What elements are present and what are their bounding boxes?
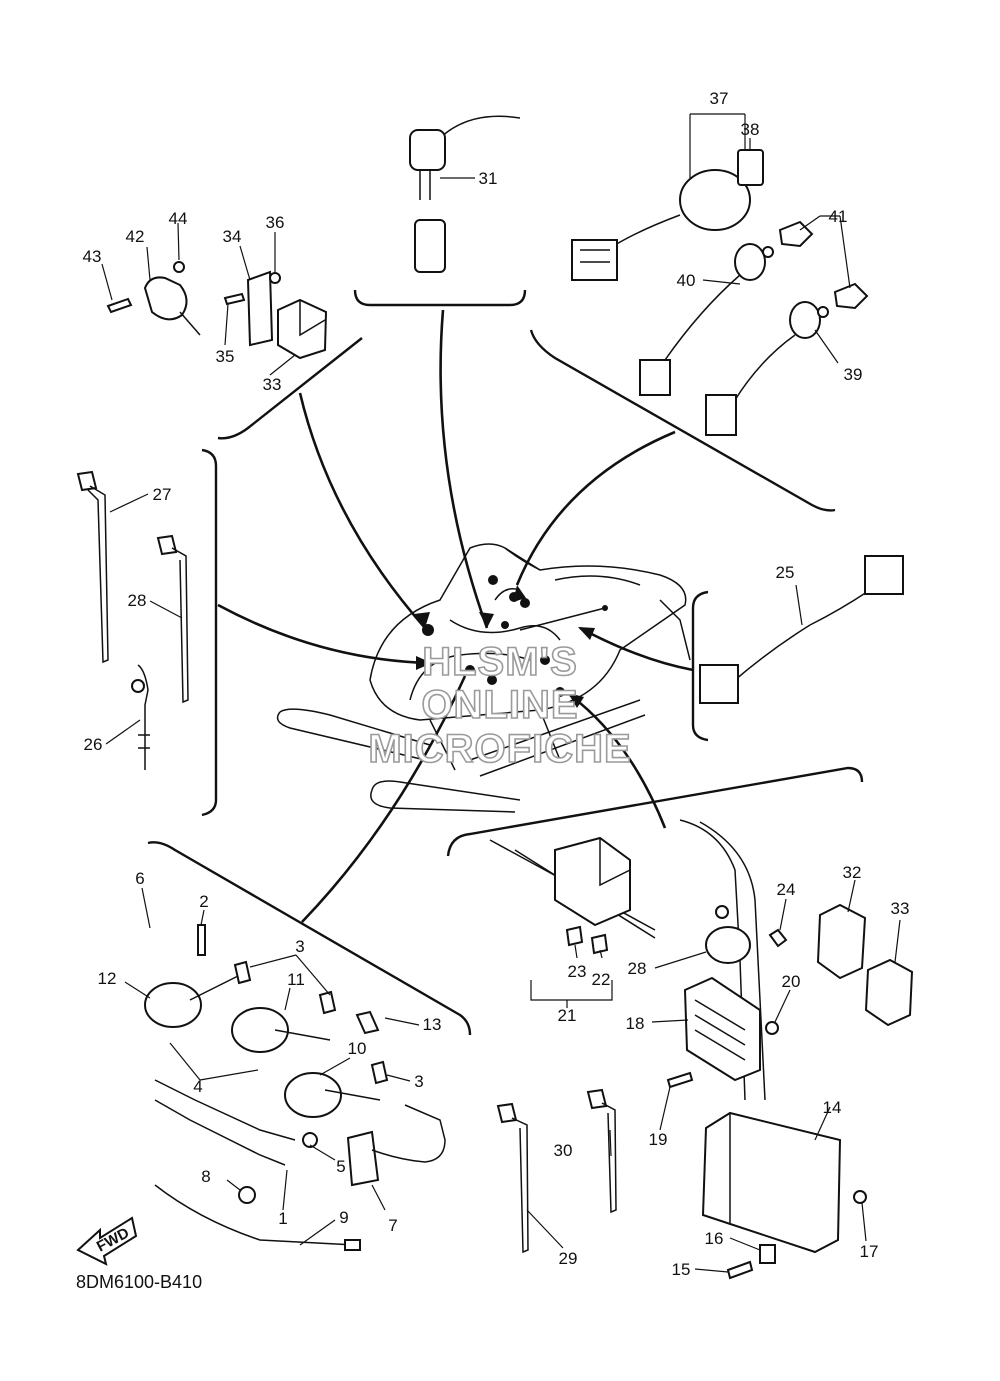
callout-21: 21 xyxy=(558,1006,577,1025)
callout-19: 19 xyxy=(649,1130,668,1149)
callout-16: 16 xyxy=(705,1229,724,1248)
callout-numbers: 37 38 31 44 36 41 34 42 43 40 35 39 33 2… xyxy=(83,89,910,1279)
callout-25: 25 xyxy=(776,563,795,582)
callout-35: 35 xyxy=(216,347,235,366)
callout-15: 15 xyxy=(672,1260,691,1279)
watermark-line-1: HLSM'S xyxy=(422,640,578,684)
callout-28-left: 28 xyxy=(128,591,147,610)
group-brackets xyxy=(147,289,864,1036)
part-sensor-31 xyxy=(409,115,521,273)
watermark-line-3: MICROFICHE xyxy=(368,727,631,771)
callout-9: 9 xyxy=(339,1208,348,1227)
callout-5: 5 xyxy=(336,1157,345,1176)
callout-24: 24 xyxy=(777,880,796,899)
callout-41: 41 xyxy=(829,207,848,226)
callout-26: 26 xyxy=(84,735,103,754)
part-group-rear-sensor xyxy=(106,261,328,360)
part-group-ignition-coils xyxy=(144,924,446,1251)
callout-37: 37 xyxy=(710,89,729,108)
part-group-control-box xyxy=(489,819,914,1280)
callout-30: 30 xyxy=(554,1141,573,1160)
watermark: HLSM'S ONLINE MICROFICHE xyxy=(368,639,632,772)
callout-3-top: 3 xyxy=(295,937,304,956)
callout-13: 13 xyxy=(423,1015,442,1034)
callout-29: 29 xyxy=(559,1249,578,1268)
callout-33-top: 33 xyxy=(263,375,282,394)
callout-leaders xyxy=(101,113,901,1273)
callout-40: 40 xyxy=(677,271,696,290)
callout-34: 34 xyxy=(223,227,242,246)
snowmobile-illustration xyxy=(276,543,691,813)
callout-27: 27 xyxy=(153,485,172,504)
watermark-line-2: ONLINE xyxy=(421,683,578,727)
callout-1: 1 xyxy=(278,1209,287,1228)
part-harness-25 xyxy=(699,555,904,704)
callout-36: 36 xyxy=(266,213,285,232)
callout-14: 14 xyxy=(823,1098,842,1117)
fwd-arrow-icon: FWD xyxy=(76,1216,138,1266)
leader-curves xyxy=(217,309,694,923)
callout-2: 2 xyxy=(199,892,208,911)
callout-7: 7 xyxy=(388,1216,397,1235)
callout-20: 20 xyxy=(782,972,801,991)
callout-44: 44 xyxy=(169,209,188,228)
callout-32: 32 xyxy=(843,863,862,882)
callout-10: 10 xyxy=(348,1039,367,1058)
callout-28-right: 28 xyxy=(628,959,647,978)
callout-6: 6 xyxy=(135,869,144,888)
callout-18: 18 xyxy=(626,1014,645,1033)
callout-43: 43 xyxy=(83,247,102,266)
callout-42: 42 xyxy=(126,227,145,246)
callout-3-bottom: 3 xyxy=(414,1072,423,1091)
callout-38: 38 xyxy=(741,120,760,139)
callout-4: 4 xyxy=(193,1077,202,1096)
callout-23: 23 xyxy=(568,962,587,981)
callout-33-right: 33 xyxy=(891,899,910,918)
callout-8: 8 xyxy=(201,1167,210,1186)
callout-17: 17 xyxy=(860,1242,879,1261)
diagram-code: 8DM6100-B410 xyxy=(76,1272,202,1292)
part-group-ties-left xyxy=(76,470,189,770)
callout-22: 22 xyxy=(592,970,611,989)
part-group-switches xyxy=(571,149,869,436)
callout-39: 39 xyxy=(844,365,863,384)
callout-11: 11 xyxy=(287,970,305,989)
callout-31: 31 xyxy=(479,169,498,188)
callout-12: 12 xyxy=(98,969,117,988)
